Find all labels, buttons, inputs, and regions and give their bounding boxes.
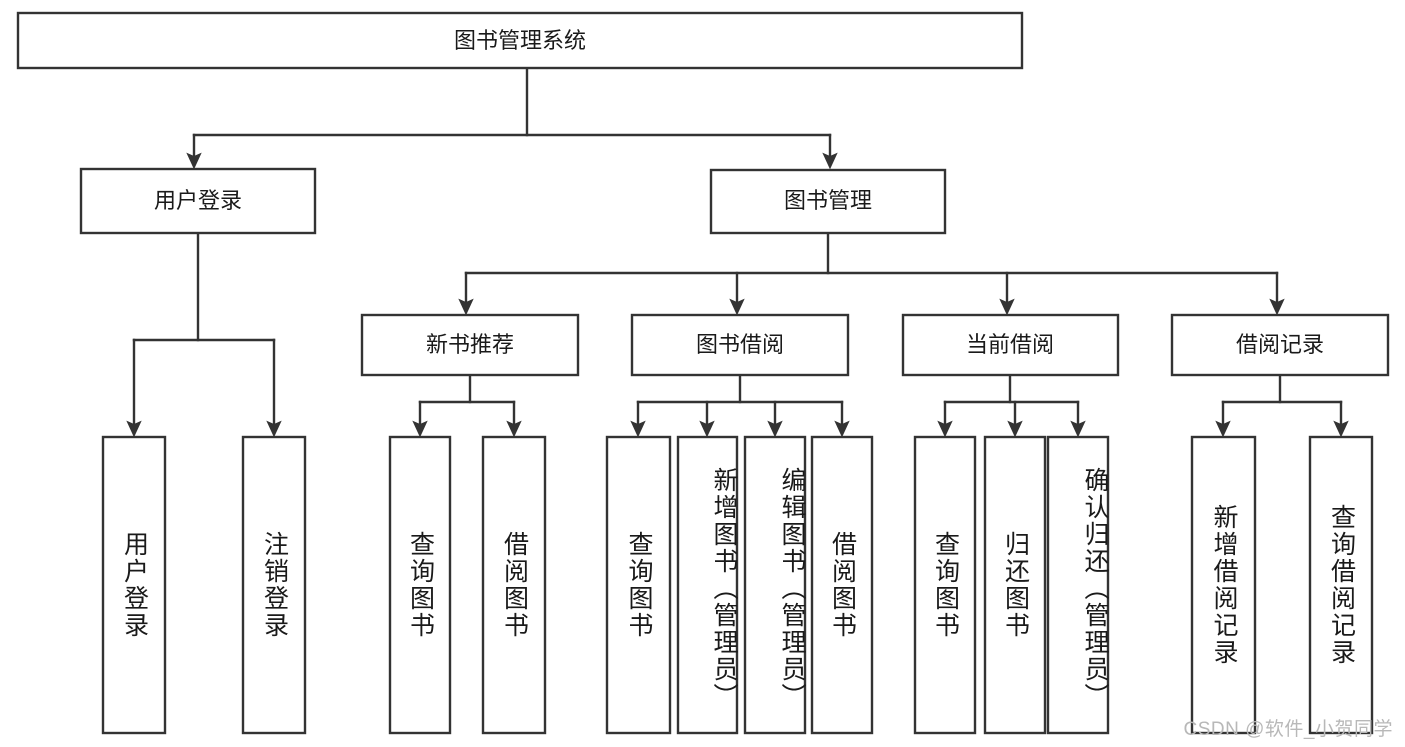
csdn-watermark: CSDN @软件_小贺同学 [1183,719,1393,740]
node-book-management-box [709,168,947,235]
node-book-borrow[interactable]: 图书借阅 [630,313,850,377]
node-current-borrow-label: 当前借阅 [966,332,1054,357]
node-book-management-label: 图书管理 [784,188,872,213]
node-new-book-recommend-box [360,313,580,377]
leaf-box-confirm-return[interactable] [1046,435,1110,735]
node-book-management[interactable]: 图书管理 [709,168,947,235]
leaf-box-add-record[interactable] [1190,435,1257,735]
leaf-box-edit-book[interactable] [743,435,807,735]
connector-group-root-to-level2 [186,66,838,170]
leaf-box-query-book-2[interactable] [605,435,672,735]
node-book-borrow-label: 图书借阅 [696,332,784,357]
node-root-book-management-system[interactable]: 图书管理系统 [16,11,1024,70]
connector-group-bookborrow-to-leaves [630,373,850,438]
leaf-box-query-record[interactable] [1308,435,1374,735]
leaf-box-borrow-book-2[interactable] [810,435,874,735]
leaf-box-add-book[interactable] [676,435,739,735]
connector-group-booksmgmt-to-level3 [458,231,1285,316]
node-current-borrow[interactable]: 当前借阅 [901,313,1120,377]
node-user-login-label: 用户登录 [154,188,242,213]
node-current-borrow-box [901,313,1120,377]
node-root-label: 图书管理系统 [454,28,586,53]
node-user-login-box [79,167,317,235]
connector-group-userlogin-to-leaves [126,231,282,438]
node-new-book-recommend-label: 新书推荐 [426,332,514,357]
node-borrow-record[interactable]: 借阅记录 [1170,313,1390,377]
leaf-box-query-book-1[interactable] [388,435,452,735]
connector-group-borrowrecord-to-leaves [1215,373,1349,438]
node-book-borrow-box [630,313,850,377]
node-root-box [16,11,1024,70]
leaf-box-user-login[interactable] [101,435,167,735]
connector-group-currentborrow-to-leaves [937,373,1086,438]
node-new-book-recommend[interactable]: 新书推荐 [360,313,580,377]
leaf-box-borrow-book-1[interactable] [481,435,547,735]
node-user-login[interactable]: 用户登录 [79,167,317,235]
leaf-boxes [101,435,1374,735]
connector-group-newbook-to-leaves [412,373,522,438]
node-borrow-record-label: 借阅记录 [1236,332,1324,357]
leaf-box-return-book[interactable] [983,435,1047,735]
leaf-box-query-book-3[interactable] [913,435,977,735]
leaf-box-logout[interactable] [241,435,307,735]
node-borrow-record-box [1170,313,1390,377]
